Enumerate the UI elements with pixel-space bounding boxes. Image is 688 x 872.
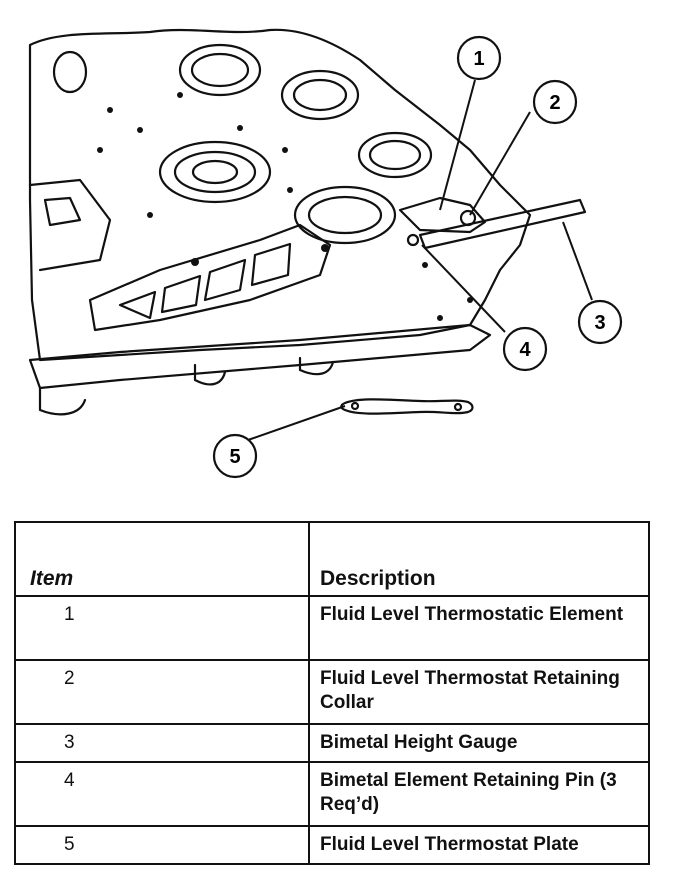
item-description: Bimetal Height Gauge — [308, 723, 650, 763]
callout-circle — [212, 433, 258, 479]
callout-number: 3 — [594, 312, 605, 334]
lower-rail — [28, 323, 492, 390]
callout-3: 3 — [577, 299, 623, 345]
description-column-header: Description — [308, 521, 650, 597]
callout-5: 5 — [212, 433, 258, 479]
callout-circle — [502, 326, 548, 372]
thermostatic-element — [398, 196, 487, 234]
callout-circle — [456, 35, 502, 81]
callout-1: 1 — [456, 35, 502, 81]
thermostat-plate — [340, 398, 474, 415]
item-number: 3 — [14, 723, 310, 763]
height-gauge — [418, 198, 587, 250]
valve-body-illustration: 1 2 3 4 5 — [28, 28, 623, 479]
callout-number: 5 — [229, 446, 240, 468]
callout-circle — [577, 299, 623, 345]
item-description: Fluid Level Thermostatic Element — [308, 595, 650, 661]
table-row: 1 Fluid Level Thermostatic Element — [14, 595, 650, 661]
item-number: 2 — [14, 659, 310, 725]
item-description: Fluid Level Thermostat Plate — [308, 825, 650, 865]
callout-number: 2 — [549, 92, 560, 114]
table-row: 3 Bimetal Height Gauge — [14, 723, 650, 763]
callout-4: 4 — [502, 326, 548, 372]
item-description: Fluid Level Thermostat Retaining Collar — [308, 659, 650, 725]
callout-2: 2 — [532, 79, 578, 125]
leader-2 — [469, 111, 531, 216]
retaining-pin — [406, 233, 420, 247]
item-column-header: Item — [14, 521, 310, 597]
table-row: 4 Bimetal Element Retaining Pin (3 Req’d… — [14, 761, 650, 827]
item-description: Bimetal Element Retaining Pin (3 Req’d) — [308, 761, 650, 827]
table-row: 2 Fluid Level Thermostat Retaining Colla… — [14, 659, 650, 725]
table-row: 5 Fluid Level Thermostat Plate — [14, 825, 650, 865]
leader-5 — [247, 405, 346, 441]
leader-3 — [562, 221, 593, 301]
parts-table: Item Description 1 Fluid Level Thermosta… — [14, 521, 650, 865]
leader-4 — [421, 244, 506, 333]
callout-circle — [532, 79, 578, 125]
item-number: 4 — [14, 761, 310, 827]
callout-number: 4 — [519, 339, 531, 361]
valve-body-outline — [28, 28, 532, 362]
table-header-row: Item Description — [14, 521, 650, 597]
leader-1 — [439, 79, 476, 211]
callout-number: 1 — [473, 48, 484, 70]
item-number: 5 — [14, 825, 310, 865]
item-number: 1 — [14, 595, 310, 661]
